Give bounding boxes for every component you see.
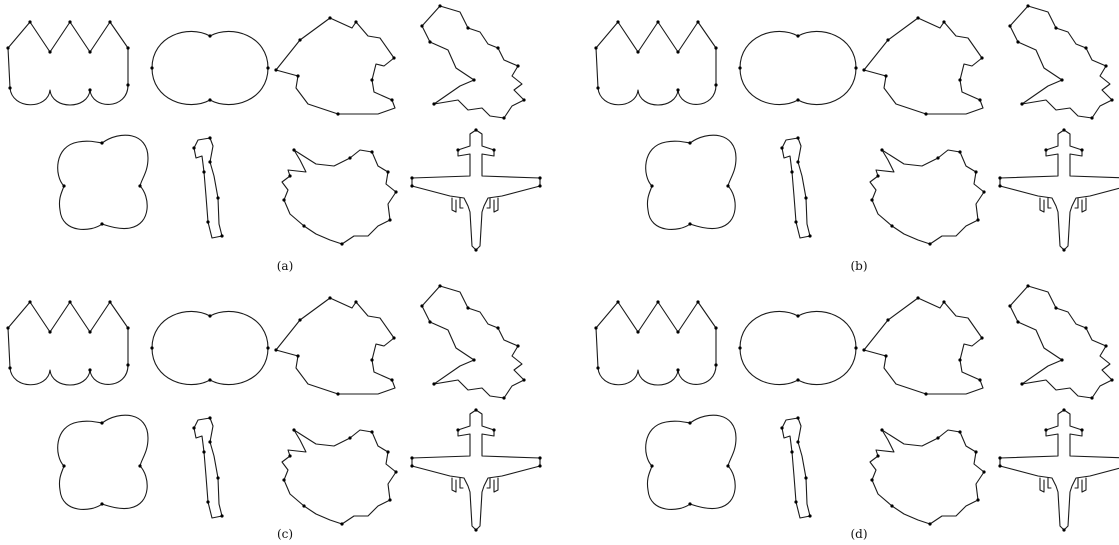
fish-shape (274, 16, 395, 115)
leaf-shape (1008, 4, 1113, 119)
seahorse-shape (192, 416, 223, 518)
panel-a (6, 4, 541, 251)
crown-shape (6, 300, 129, 385)
panel-a-caption: (a) (277, 259, 294, 273)
quatrefoil-shape (58, 135, 148, 229)
leaf-shape (420, 4, 525, 119)
bird-shape (870, 428, 986, 525)
double-circle-shape (738, 31, 857, 104)
airplane-shape (410, 408, 541, 531)
airplane-shape (410, 128, 541, 251)
panel-d (594, 284, 1119, 531)
quatrefoil-shape (58, 415, 148, 509)
panel-b-caption: (b) (850, 259, 867, 273)
bird-shape (870, 148, 986, 245)
seahorse-shape (780, 136, 811, 238)
panel-c (6, 284, 541, 531)
panel-c-caption: (c) (277, 527, 293, 541)
panel-d-caption: (d) (850, 527, 867, 541)
panel-b (594, 4, 1119, 251)
quatrefoil-shape (646, 135, 736, 229)
airplane-shape (998, 408, 1119, 531)
leaf-shape (1008, 284, 1113, 399)
airplane-shape (998, 128, 1119, 251)
fish-shape (862, 296, 983, 395)
fish-shape (274, 296, 395, 395)
crown-shape (6, 20, 129, 105)
crown-shape (594, 20, 717, 105)
crown-shape (594, 300, 717, 385)
leaf-shape (420, 284, 525, 399)
fish-shape (862, 16, 983, 115)
double-circle-shape (150, 31, 269, 104)
bird-shape (282, 148, 398, 245)
seahorse-shape (780, 416, 811, 518)
bird-shape (282, 428, 398, 525)
quatrefoil-shape (646, 415, 736, 509)
seahorse-shape (192, 136, 223, 238)
double-circle-shape (738, 311, 857, 384)
double-circle-shape (150, 311, 269, 384)
